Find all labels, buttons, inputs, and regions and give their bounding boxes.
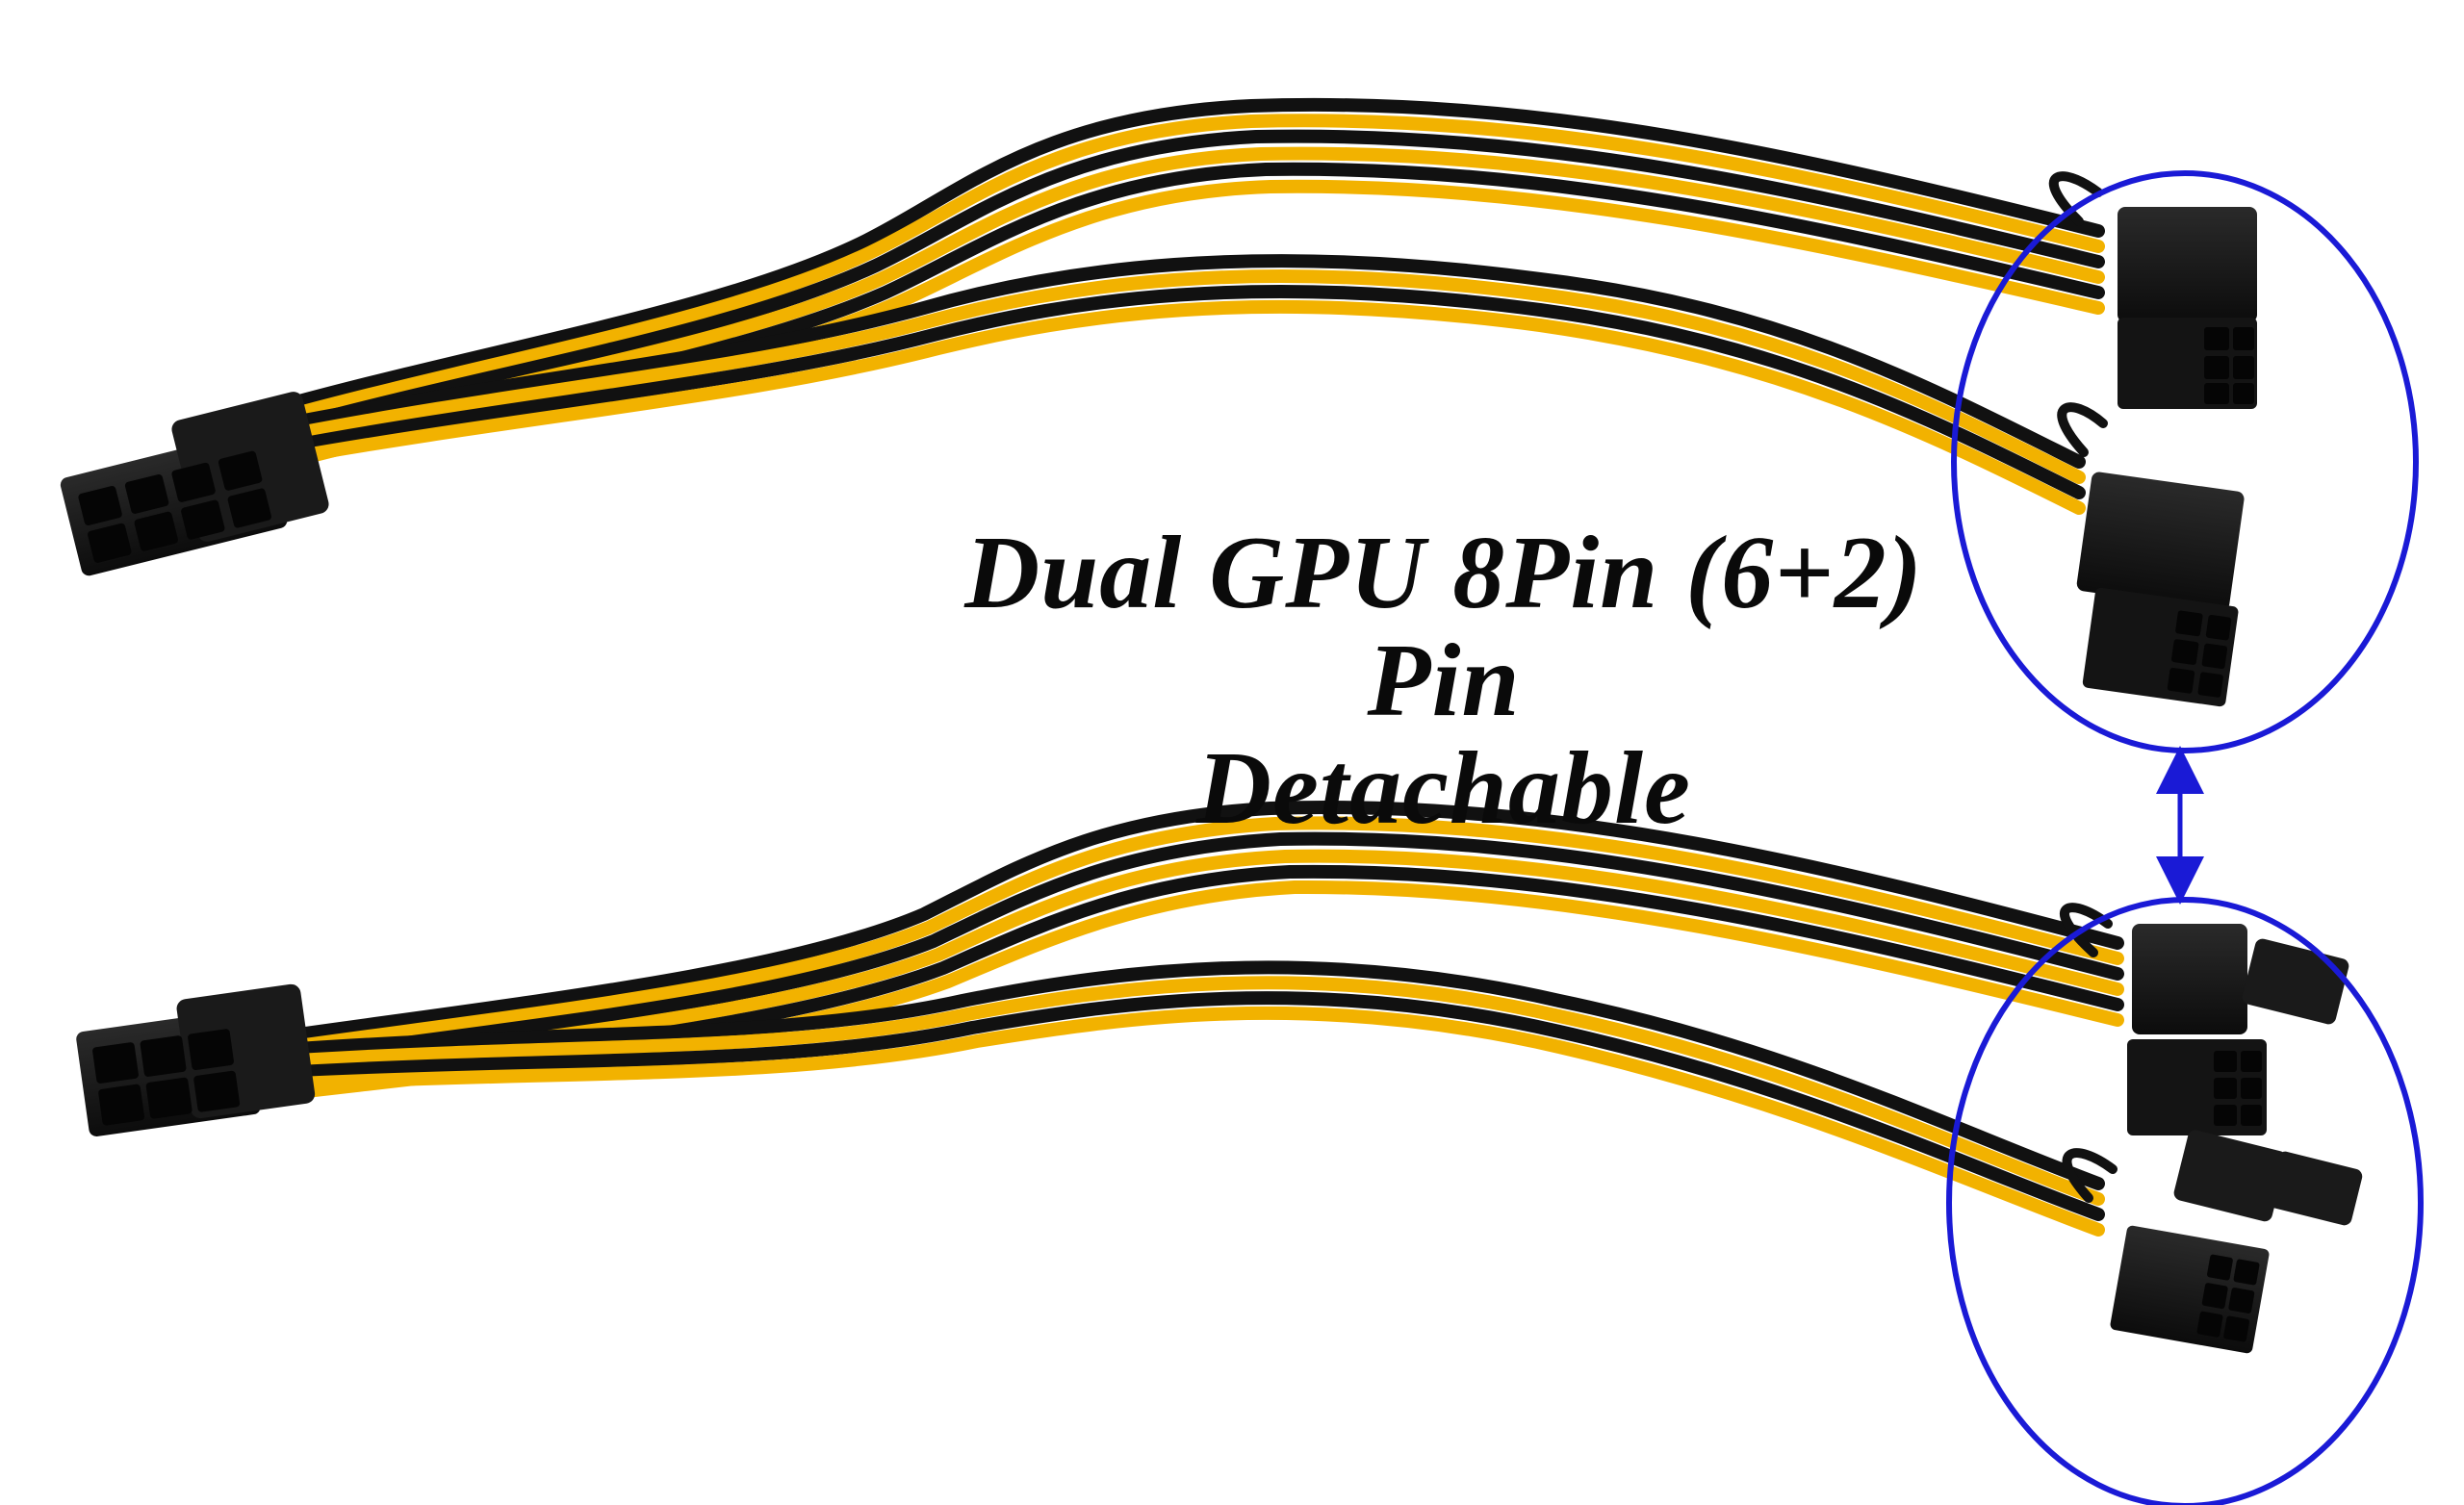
top-right-upper-connector	[2118, 207, 2257, 409]
caption-line-2: Detachable	[1196, 731, 1691, 846]
bottom-right-lower-connector	[2110, 1130, 2363, 1354]
bottom-right-upper-connector	[2127, 924, 2349, 1135]
bottom-cable-wires	[292, 801, 2124, 1237]
bottom-cable-assembly	[76, 801, 2363, 1354]
top-cable-wires	[282, 97, 2108, 515]
top-right-lower-connector	[2076, 472, 2245, 707]
top-cable-assembly	[60, 97, 2257, 707]
caption: Dual GPU 8Pin (6+2) Pin Detachable	[905, 520, 1983, 843]
bottom-left-6-pin-connector	[76, 983, 316, 1136]
top-left-8-pin-connector	[60, 392, 329, 576]
caption-line-1: Dual GPU 8Pin (6+2) Pin	[964, 516, 1923, 738]
